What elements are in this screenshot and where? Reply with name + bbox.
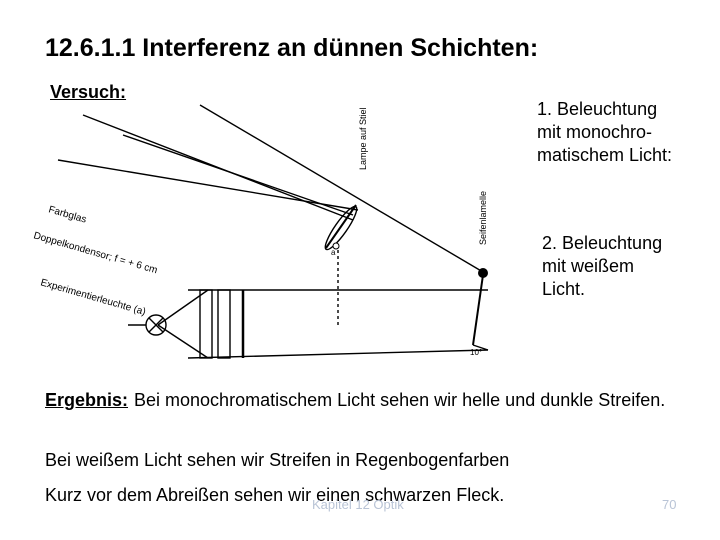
versuch-label: Versuch:	[50, 82, 127, 102]
soap-film-dot	[478, 268, 488, 278]
result-label: Ergebnis:	[45, 390, 129, 410]
lamp-pivot	[332, 242, 340, 250]
light-source-cross	[148, 317, 164, 333]
result-text: Bei monochromatischem Licht sehen wir he…	[134, 390, 666, 410]
white-light-result: Bei weißem Licht sehen wir Streifen in R…	[45, 450, 510, 470]
slide-title: 12.6.1.1 Interferenz an dünnen Schichten…	[45, 34, 539, 62]
ray-line	[122, 134, 354, 216]
lens-shape	[324, 205, 358, 251]
experiment-diagram: Lampe auf Stiel Seifenlamelle Farbglas D…	[28, 100, 538, 365]
ray-line	[199, 104, 484, 273]
label-leuchte: Experimentierleuchte (a)	[39, 277, 147, 318]
label-farbglas: Farbglas	[47, 204, 87, 225]
label-lampe: Lampe auf Stiel	[358, 107, 368, 170]
footer-chapter: Kapitel 12 Optik	[312, 497, 404, 512]
label-kondensor: Doppelkondensor; f = + 6 cm	[32, 230, 158, 276]
note-white-light: 2. Beleuchtung mit weißem Licht.	[542, 233, 663, 299]
soap-film-frame	[472, 274, 484, 346]
label-a: a	[331, 248, 336, 257]
label-seifenlamelle: Seifenlamelle	[478, 191, 488, 245]
condenser-lens	[217, 289, 231, 359]
lamp-stand	[325, 204, 357, 249]
tube-bottom	[187, 349, 489, 359]
result-paragraph: Ergebnis:Bei monochromatischem Licht seh…	[45, 389, 685, 411]
soap-film-base	[472, 344, 489, 351]
ray-line	[57, 159, 359, 211]
page-number: 70	[662, 497, 677, 512]
label-angle: 10°	[470, 348, 482, 357]
note-monochromatic: 1. Beleuchtung mit monochro- matischem L…	[537, 99, 673, 165]
black-spot-result: Kurz vor dem Abreißen sehen wir einen sc…	[45, 485, 505, 505]
condenser-lens	[199, 289, 213, 359]
